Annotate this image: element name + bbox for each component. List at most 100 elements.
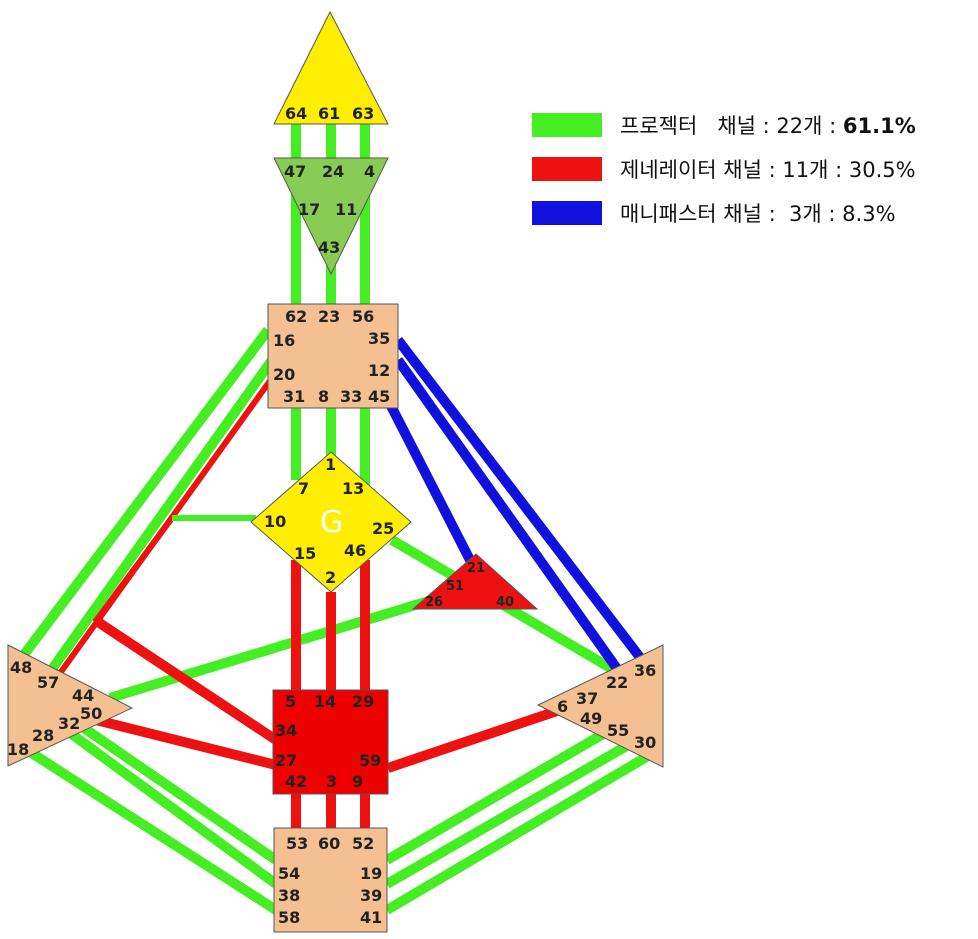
gate-label: 25: [372, 519, 394, 538]
gate-label: 22: [606, 673, 628, 692]
ajna-center: [273, 157, 389, 276]
gate-label: 34: [275, 721, 297, 740]
sacral-center: [272, 689, 389, 795]
gate-label: 7: [298, 479, 309, 498]
channel-projector: [384, 725, 613, 865]
gate-label: 3: [326, 772, 337, 791]
gate-label: 48: [10, 658, 32, 677]
gate-label: 23: [318, 307, 340, 326]
gate-label: 59: [359, 751, 381, 770]
channel-generator: [92, 615, 279, 745]
g-center-letter: G: [320, 505, 343, 540]
gate-label: 64: [285, 104, 307, 123]
gate-label: 35: [368, 329, 390, 348]
gate-label: 39: [360, 886, 382, 905]
solar-plexus-center: [536, 644, 664, 768]
gate-label: 47: [284, 162, 306, 181]
gate-label: 49: [580, 709, 602, 728]
legend-swatch-blue: [532, 201, 602, 225]
gate-label: 17: [298, 200, 320, 219]
gate-label: 29: [352, 692, 374, 711]
gate-label: 27: [275, 751, 297, 770]
gate-label: 5: [285, 692, 296, 711]
root-center: [273, 827, 388, 933]
gate-label: 45: [368, 387, 390, 406]
head-center: [273, 10, 389, 125]
channel-projector: [108, 595, 434, 703]
gate-label: 61: [318, 104, 340, 123]
channel-projector: [45, 357, 277, 675]
gate-label: 38: [278, 886, 300, 905]
heart-center: [411, 553, 539, 610]
gate-label: 2: [325, 568, 336, 587]
centers-layer: [7, 10, 664, 933]
channel-generator: [86, 713, 278, 770]
legend-row-projector: 프로젝터 채널 : 22개 : 61.1%: [532, 108, 916, 142]
gate-label: 63: [352, 104, 374, 123]
legend-text: 프로젝터 채널 : 22개 : 61.1%: [620, 114, 916, 138]
gate-label: 44: [72, 686, 94, 705]
gate-label: 53: [286, 834, 308, 853]
gate-label: 43: [318, 238, 340, 257]
gate-label: 36: [634, 661, 656, 680]
throat-center: [267, 303, 399, 409]
gate-label: 42: [285, 772, 307, 791]
gate-label: 58: [278, 908, 300, 927]
gate-label: 33: [340, 387, 362, 406]
channel-projector: [75, 719, 279, 865]
legend-text: 제네레이터 채널 : 11개 : 30.5%: [620, 158, 916, 182]
gate-label: 62: [285, 307, 307, 326]
gate-label: 11: [335, 200, 357, 219]
channel-projector: [384, 739, 633, 889]
channel-projector: [384, 751, 651, 915]
gate-label: 4: [364, 162, 375, 181]
gate-label: 41: [360, 908, 382, 927]
channel-projector: [27, 747, 279, 915]
gate-label: 9: [352, 772, 363, 791]
channel-legend: 프로젝터 채널 : 22개 : 61.1% 제네레이터 채널 : 11개 : 3…: [532, 108, 916, 240]
channel-manifestor: [394, 336, 646, 664]
gate-label: 20: [273, 365, 295, 384]
gate-label: 60: [318, 834, 340, 853]
legend-text: 매니패스터 채널 : 3개 : 8.3%: [620, 202, 896, 226]
gate-label: 51: [446, 579, 464, 594]
g-center: [250, 451, 412, 593]
gate-label: 26: [425, 595, 443, 610]
channel-manifestor: [383, 397, 475, 563]
gate-label: 57: [37, 673, 59, 692]
gate-label: 12: [368, 361, 390, 380]
legend-swatch-green: [532, 113, 602, 137]
gate-label: 28: [32, 726, 54, 745]
gate-label: 16: [273, 331, 295, 350]
gate-label: 40: [496, 595, 514, 610]
channel-projector: [16, 326, 272, 664]
channel-generator: [386, 705, 562, 773]
gate-label: 21: [467, 561, 485, 576]
spleen-center: [7, 644, 134, 767]
gate-label: 30: [634, 733, 656, 752]
gate-label: 1: [325, 455, 336, 474]
gate-label: 37: [576, 689, 598, 708]
channel-projector: [63, 725, 279, 889]
gate-label: 14: [314, 692, 336, 711]
legend-swatch-red: [532, 157, 602, 181]
gate-label: 10: [264, 512, 286, 531]
gate-label: 13: [342, 479, 364, 498]
gate-label: 8: [318, 387, 329, 406]
gate-label: 50: [80, 704, 102, 723]
channel-manifestor: [393, 357, 623, 673]
gate-label: 18: [7, 740, 29, 759]
gate-label: 46: [344, 541, 366, 560]
legend-row-manifestor: 매니패스터 채널 : 3개 : 8.3%: [532, 196, 916, 230]
legend-row-generator: 제네레이터 채널 : 11개 : 30.5%: [532, 152, 916, 186]
gate-label: 55: [607, 721, 629, 740]
gate-label: 15: [294, 544, 316, 563]
gate-label: 6: [557, 697, 568, 716]
gate-label: 19: [360, 864, 382, 883]
gate-label: 31: [283, 387, 305, 406]
gate-label: 52: [352, 834, 374, 853]
gate-label: 32: [58, 714, 80, 733]
gate-label: 24: [322, 162, 344, 181]
gate-labels-layer: 64 61 63 47 24 4 17 11 43 62 23 56 16 35…: [7, 104, 656, 927]
